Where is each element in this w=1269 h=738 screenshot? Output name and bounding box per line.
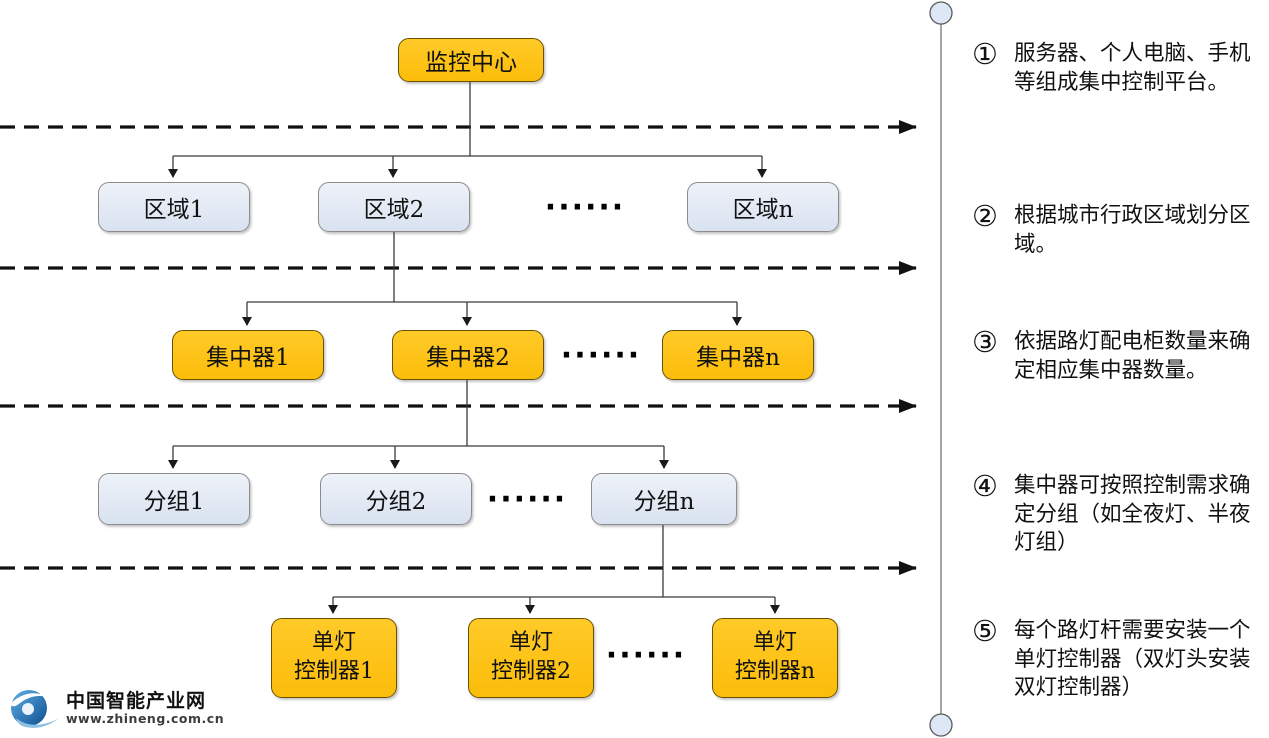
node-lamp-controller-n: 单灯 控制器n <box>712 618 838 698</box>
node-monitoring-center: 监控中心 <box>398 38 544 82</box>
tree-concentrator-to-groups <box>168 378 669 469</box>
node-lamp-controller-1: 单灯 控制器1 <box>271 618 397 698</box>
ellipsis-controllers: ······ <box>605 638 687 673</box>
annotation-5-number: ⑤ <box>972 614 998 648</box>
annotation-2-text: 根据城市行政区域划分区域。 <box>1014 203 1251 257</box>
annotation-3: ③ 依据路灯配电柜数量来确定相应集中器数量。 <box>972 328 1266 385</box>
node-lamp-controller-2: 单灯 控制器2 <box>468 618 594 698</box>
annotation-5-text: 每个路灯杆需要安装一个单灯控制器（双灯头安装双灯控制器） <box>1014 618 1251 701</box>
annotation-3-text: 依据路灯配电柜数量来确定相应集中器数量。 <box>1014 329 1251 383</box>
annotation-4-number: ④ <box>972 469 998 503</box>
node-group-n: 分组n <box>591 473 737 525</box>
node-group-2: 分组2 <box>320 473 472 525</box>
tree-root-to-regions <box>168 80 767 178</box>
tree-group-to-controllers <box>328 523 780 614</box>
annotation-4-text: 集中器可按照控制需求确定分组（如全夜灯、半夜灯组） <box>1014 473 1251 556</box>
node-concentrator-2: 集中器2 <box>392 330 544 380</box>
node-concentrator-1: 集中器1 <box>172 330 324 380</box>
ellipsis-regions: ······ <box>544 190 626 225</box>
site-watermark: 中国智能产业网 www.zhineng.com.cn <box>8 686 224 732</box>
node-region-2: 区域2 <box>318 182 470 232</box>
annotation-2-number: ② <box>972 199 998 233</box>
timeline-rail <box>929 1 953 737</box>
site-watermark-title: 中国智能产业网 <box>66 689 207 712</box>
ellipsis-concentrators: ······ <box>560 338 642 373</box>
annotation-1: ① 服务器、个人电脑、手机等组成集中控制平台。 <box>972 40 1266 97</box>
node-region-n: 区域n <box>687 182 839 232</box>
ellipsis-groups: ······ <box>486 482 568 517</box>
annotation-1-text: 服务器、个人电脑、手机等组成集中控制平台。 <box>1014 41 1251 95</box>
zhineng-logo-icon <box>10 690 58 728</box>
timeline-top-circle <box>929 1 953 25</box>
annotation-2: ② 根据城市行政区域划分区域。 <box>972 202 1266 259</box>
timeline-bottom-circle <box>929 713 953 737</box>
annotation-1-number: ① <box>972 37 998 71</box>
node-region-1: 区域1 <box>98 182 250 232</box>
site-watermark-url: www.zhineng.com.cn <box>66 711 225 727</box>
annotation-4: ④ 集中器可按照控制需求确定分组（如全夜灯、半夜灯组） <box>972 472 1266 558</box>
annotation-5: ⑤ 每个路灯杆需要安装一个单灯控制器（双灯头安装双灯控制器） <box>972 617 1266 703</box>
node-group-1: 分组1 <box>98 473 250 525</box>
node-concentrator-n: 集中器n <box>662 330 814 380</box>
tree-region-to-concentrators <box>242 230 742 326</box>
phase-divider-dashed-arrows <box>0 120 917 575</box>
annotation-3-number: ③ <box>972 325 998 359</box>
